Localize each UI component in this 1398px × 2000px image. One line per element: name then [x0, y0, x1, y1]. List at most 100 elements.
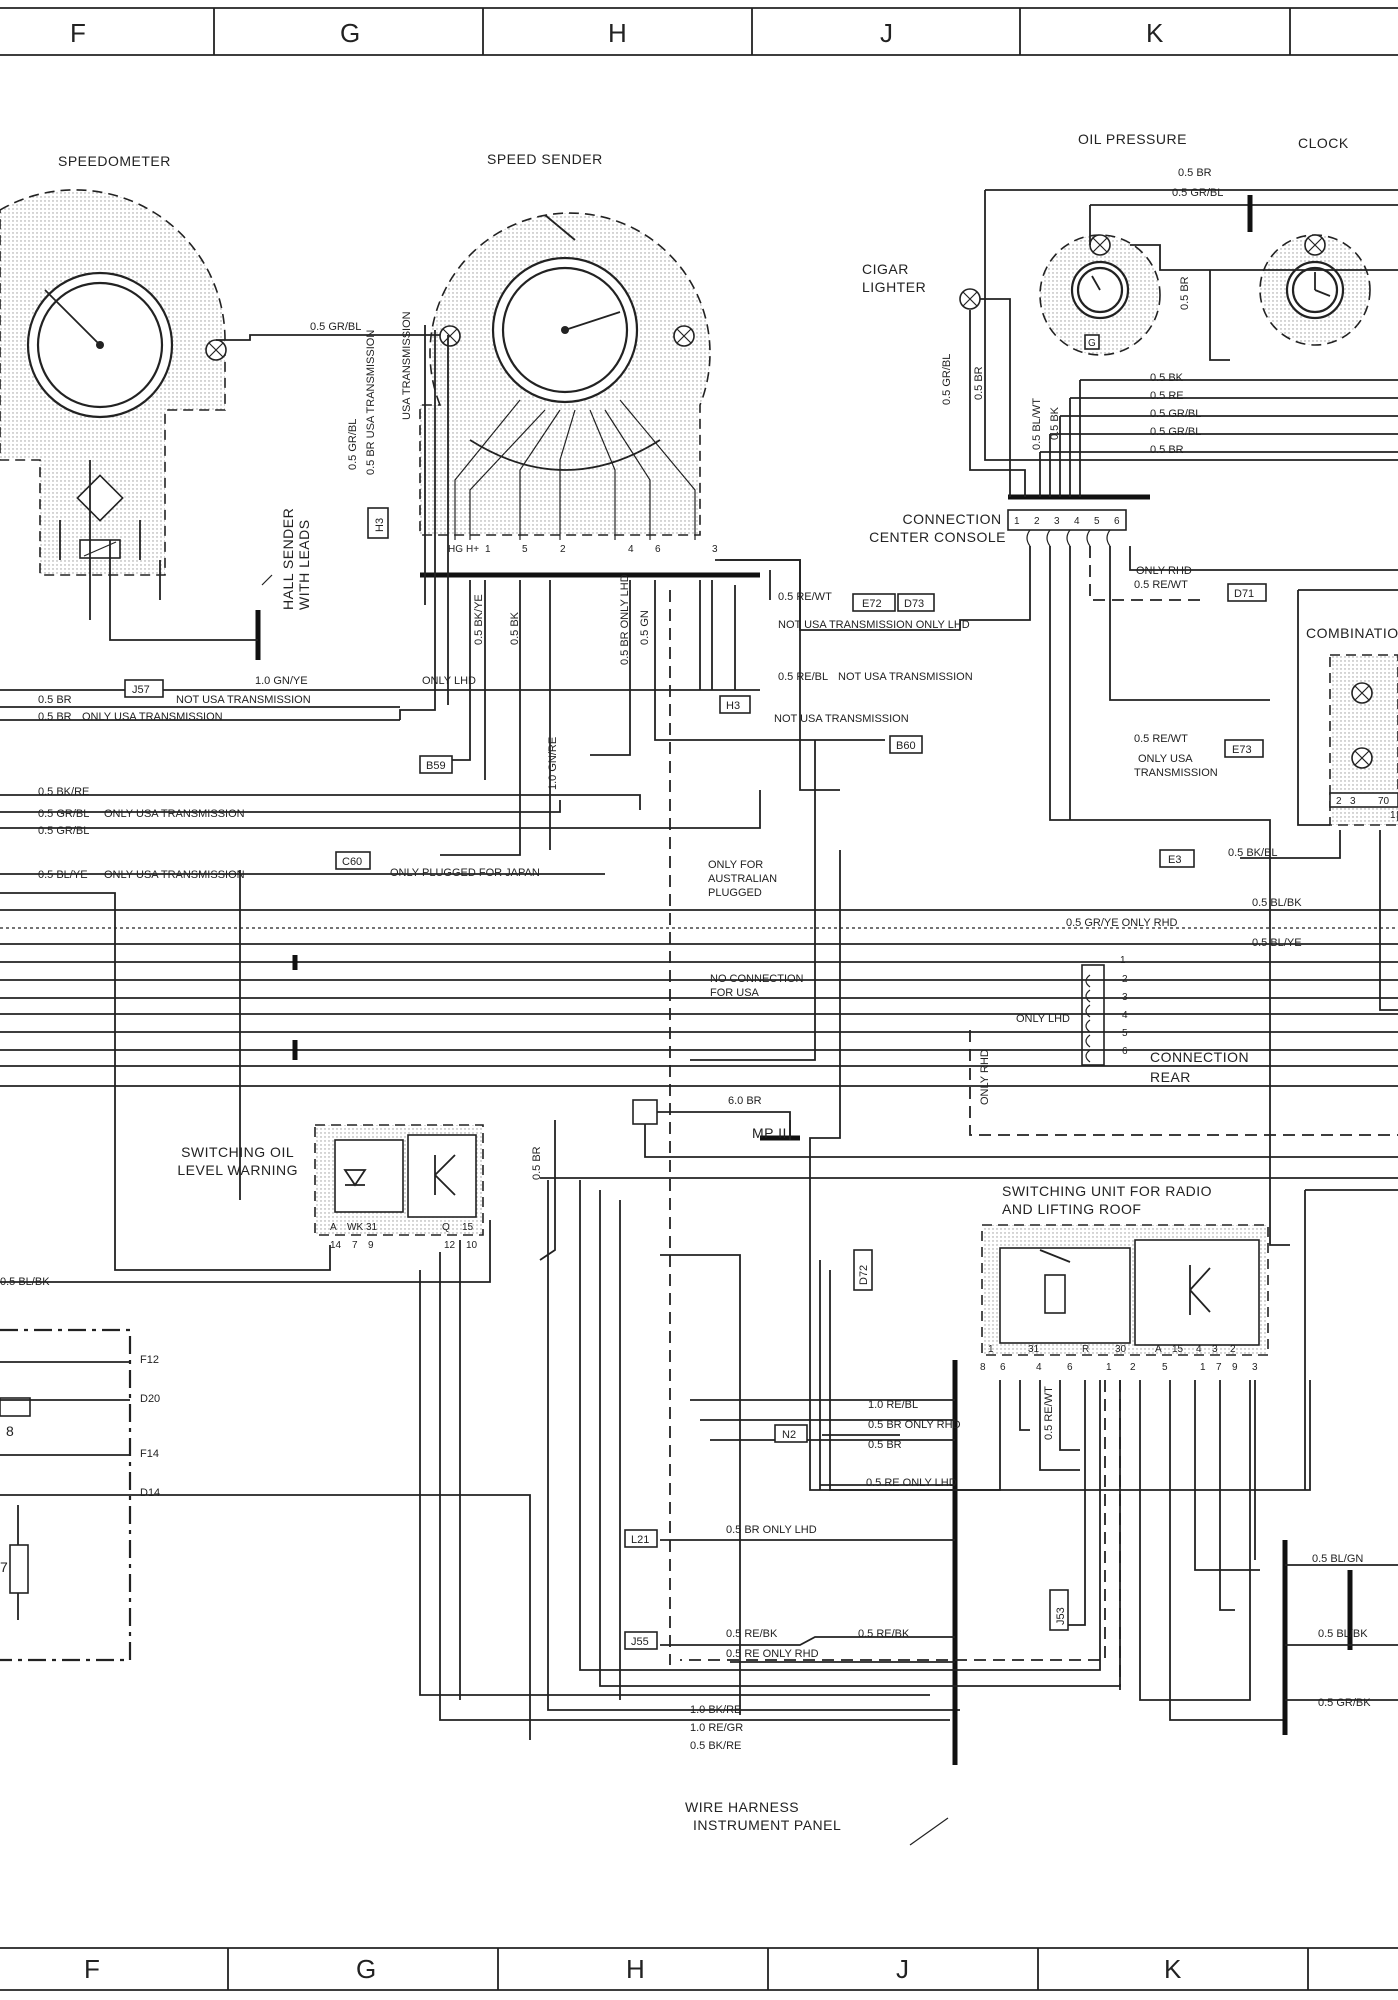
svg-text:30: 30 [1115, 1344, 1127, 1355]
hall-sender-label: HALL SENDER WITH LEADS [280, 503, 312, 610]
fuse-f12: F12 [140, 1354, 159, 1366]
grid-frame [0, 7, 1398, 1991]
speed-sender [419, 212, 711, 540]
connector-J53-box [1049, 1589, 1069, 1631]
connection-center-console [1007, 494, 1150, 547]
svg-text:0.5 BK/BL: 0.5 BK/BL [1228, 847, 1278, 859]
svg-text:70: 70 [1378, 796, 1390, 807]
svg-text:0.5 BR ONLY LHD: 0.5 BR ONLY LHD [726, 1524, 817, 1536]
svg-text:0.5 BK: 0.5 BK [509, 611, 521, 645]
svg-text:0.5 GR/BL: 0.5 GR/BL [1172, 187, 1223, 199]
svg-text:15: 15 [1172, 1344, 1184, 1355]
svg-text:1.0 RE/BL: 1.0 RE/BL [868, 1399, 918, 1411]
svg-text:2: 2 [1130, 1362, 1136, 1373]
svg-text:9: 9 [368, 1240, 374, 1251]
svg-text:7: 7 [1216, 1362, 1222, 1373]
svg-text:0.5 RE/BL: 0.5 RE/BL [778, 671, 828, 683]
svg-text:USA TRANSMISSION: USA TRANSMISSION [401, 311, 413, 420]
svg-text:4: 4 [1122, 1010, 1128, 1021]
svg-text:9: 9 [1232, 1362, 1238, 1373]
svg-text:0.5 RE/WT: 0.5 RE/WT [1134, 579, 1188, 591]
center-console-pins: 1 2 3 4 5 6 [1014, 516, 1120, 527]
connector-labels: J57 H3 B59 H3 B60 C60 E72 D73 D71 E73 E3… [132, 518, 1254, 1648]
combination-pins: 2 3 70 1 [1336, 796, 1396, 821]
svg-text:NOT USA TRANSMISSION: NOT USA TRANSMISSION [176, 694, 311, 706]
svg-text:0.5 GR/BL: 0.5 GR/BL [1150, 408, 1201, 420]
svg-text:NOT USA TRANSMISSION: NOT USA TRANSMISSION [774, 713, 909, 725]
svg-text:1: 1 [1200, 1362, 1206, 1373]
svg-text:1: 1 [1106, 1362, 1112, 1373]
svg-text:10: 10 [466, 1240, 478, 1251]
column-label-k-bottom: K [1164, 1954, 1182, 1984]
svg-text:0.5 RE/BK: 0.5 RE/BK [726, 1628, 778, 1640]
svg-text:3: 3 [712, 544, 718, 555]
fuse-d14: D14 [140, 1487, 160, 1499]
svg-text:H+: H+ [466, 544, 479, 555]
switching-oil-level-warning [314, 1124, 484, 1236]
fuse-8: 8 [6, 1423, 14, 1439]
svg-text:0.5 BR: 0.5 BR [1178, 167, 1212, 179]
svg-text:0.5 BK: 0.5 BK [1049, 406, 1061, 440]
connection-rear-pins: 1 2 3 4 5 6 [1120, 955, 1128, 1057]
connector-E3: E3 [1168, 854, 1181, 866]
svg-text:6: 6 [1000, 1362, 1006, 1373]
connector-J53: J53 [1055, 1607, 1067, 1625]
svg-text:WK: WK [347, 1222, 363, 1233]
column-label-h-bottom: H [626, 1954, 645, 1984]
connector-L21: L21 [631, 1534, 649, 1546]
svg-text:0.5 BL/WT: 0.5 BL/WT [1031, 398, 1043, 450]
svg-text:4: 4 [628, 544, 634, 555]
svg-text:8: 8 [980, 1362, 986, 1373]
fuse-7: 7 [0, 1559, 8, 1575]
svg-text:0.5 GR/BL: 0.5 GR/BL [310, 321, 361, 333]
speed-sender-label: SPEED SENDER [487, 151, 603, 167]
connector-D72: D72 [858, 1265, 870, 1285]
svg-text:0.5 BR: 0.5 BR [38, 711, 72, 723]
connector-boxes [124, 507, 1267, 1650]
svg-text:0.5 GR/BL: 0.5 GR/BL [941, 354, 953, 405]
fuse-f14: F14 [140, 1448, 159, 1460]
svg-text:6: 6 [1114, 516, 1120, 527]
oil-level-pins: A WK 31 Q 15 14 7 9 12 10 [330, 1222, 478, 1251]
svg-text:NO CONNECTION FOR USA: NO CONNECTION FOR USA [710, 973, 807, 999]
connector-E72: E72 [862, 598, 882, 610]
svg-text:5: 5 [522, 544, 528, 555]
svg-text:ONLY LHD: ONLY LHD [422, 675, 476, 687]
svg-text:0.5 BK: 0.5 BK [1150, 372, 1184, 384]
column-label-g-bottom: G [356, 1954, 376, 1984]
svg-text:2: 2 [1034, 516, 1040, 527]
svg-text:2: 2 [560, 544, 566, 555]
svg-text:1: 1 [1120, 955, 1126, 966]
svg-text:NOT USA TRANSMISSION: NOT USA TRANSMISSION [838, 671, 973, 683]
svg-text:ONLY FOR AUSTRALIAN: ONLY FOR AUSTRALIAN PLUGGED [708, 859, 780, 899]
svg-text:0.5 RE ONLY RHD: 0.5 RE ONLY RHD [726, 1648, 819, 1660]
connector-J57: J57 [132, 684, 150, 696]
fuse-panel [0, 1328, 132, 1662]
svg-text:0.5 GR/BL: 0.5 GR/BL [1150, 426, 1201, 438]
center-console-label: CONNECTION CENTER CONSOLE [869, 511, 1006, 545]
clock-label: CLOCK [1298, 135, 1349, 151]
svg-text:ONLY LHD: ONLY LHD [1016, 1013, 1070, 1025]
svg-text:0.5 BL/GN: 0.5 BL/GN [1312, 1553, 1363, 1565]
wires [0, 189, 1398, 1846]
svg-text:1.0 BK/RE: 1.0 BK/RE [690, 1704, 741, 1716]
svg-text:14: 14 [330, 1240, 342, 1251]
svg-text:0.5 BK/RE: 0.5 BK/RE [38, 786, 89, 798]
svg-text:0.5 BL/BK: 0.5 BL/BK [1252, 897, 1302, 909]
svg-text:0.5 RE/WT: 0.5 RE/WT [778, 591, 832, 603]
svg-text:ONLY USA TRANSMISSION: ONLY USA TRANSMISSION [104, 808, 245, 820]
svg-text:1.0 RE/GR: 1.0 RE/GR [690, 1722, 743, 1734]
wire-harness-label: WIRE HARNESS INSTRUMENT PANEL [685, 1799, 841, 1833]
column-label-f-bottom: F [84, 1954, 100, 1984]
svg-text:0.5 BR ONLY LHD: 0.5 BR ONLY LHD [619, 574, 631, 665]
svg-text:0.5 GR/YE ONLY RHD: 0.5 GR/YE ONLY RHD [1066, 917, 1178, 929]
svg-text:0.5 RE: 0.5 RE [1150, 390, 1184, 402]
svg-text:0.5 BR ONLY RHD: 0.5 BR ONLY RHD [868, 1419, 961, 1431]
svg-text:ONLY PLUGGED FOR JAPAN: ONLY PLUGGED FOR JAPAN [390, 867, 540, 879]
connector-D71: D71 [1234, 588, 1254, 600]
combination-label: COMBINATION [1306, 625, 1398, 641]
hall-sender-leader [261, 574, 273, 586]
svg-text:12: 12 [444, 1240, 456, 1251]
wire-labels: 0.5 GR/BL 0.5 GR/BL 0.5 BR USA TRANSMISS… [0, 167, 1371, 1752]
svg-text:0.5 RE ONLY LHD: 0.5 RE ONLY LHD [866, 1477, 957, 1489]
